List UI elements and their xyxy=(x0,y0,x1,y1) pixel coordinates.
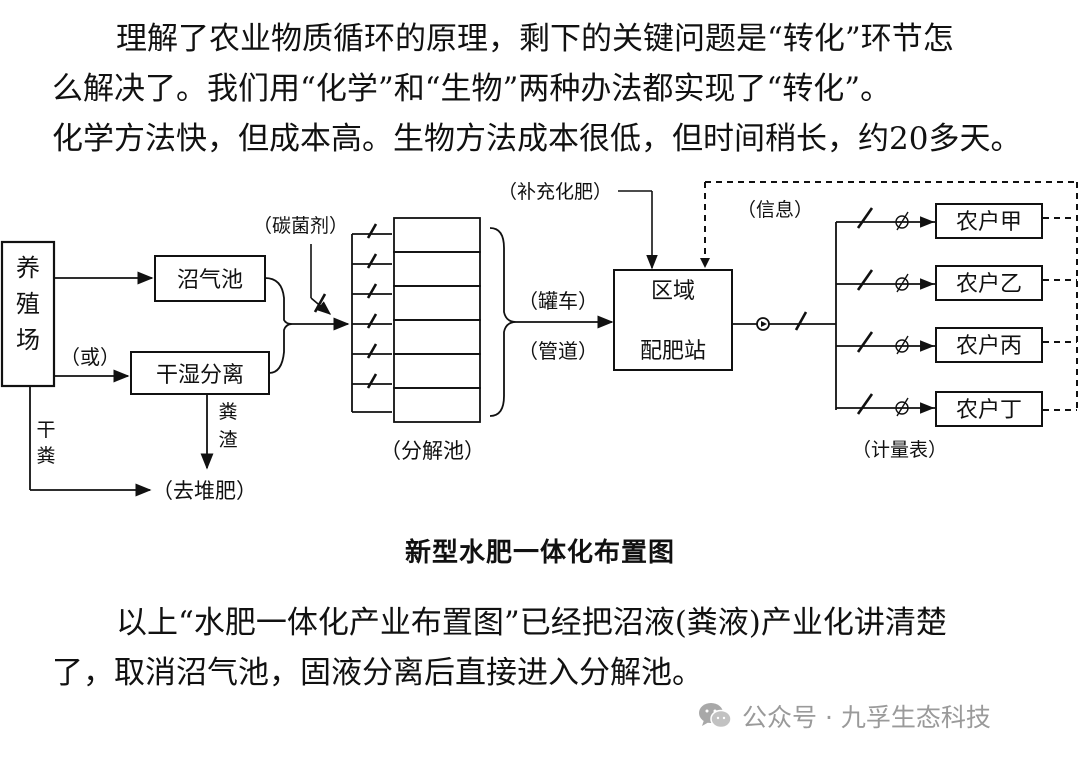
compost-label: （去堆肥） xyxy=(152,479,257,502)
dung-residue-label: 粪渣 xyxy=(218,401,237,451)
supplement-fertilizer-label: （补充化肥） xyxy=(498,181,612,203)
carbon-agent-label: （碳菌剂） xyxy=(253,215,348,237)
paragraph-line: 以上“水肥一体化产业布置图”已经把沼液(粪液)产业化讲清楚 xyxy=(116,605,947,641)
farmer-label-bing: 农户丙 xyxy=(956,334,1022,359)
tanker-label: （罐车） xyxy=(518,289,598,313)
farmer-label-jia: 农户甲 xyxy=(956,210,1022,235)
farmer-box-bing xyxy=(935,327,1043,363)
wechat-icon xyxy=(699,703,732,729)
separator-label: 干湿分离 xyxy=(156,363,244,388)
decomposition-pool xyxy=(393,217,481,423)
meter-icons xyxy=(895,211,909,417)
farmer-box-ding xyxy=(935,391,1043,427)
farm-box xyxy=(0,240,56,388)
distribution-lines xyxy=(836,207,935,415)
decomp-pool-label: （分解池） xyxy=(380,439,485,463)
info-feedback-line xyxy=(704,181,1078,411)
farmer-box-jia xyxy=(935,203,1043,239)
pipeline-label: （管道） xyxy=(518,339,598,363)
paragraph-line: 化学方法快，但成本高。生物方法成本很低，但时间稍长，约20多天。 xyxy=(52,121,1022,157)
intro-paragraph: 理解了农业物质循环的原理，剩下的关键问题是“转化”环节怎 么解决了。我们用“化学… xyxy=(52,14,1042,164)
or-label: （或） xyxy=(60,345,120,369)
meter-label: （计量表） xyxy=(852,439,947,461)
water-fertilizer-layout-diagram: 养殖场 沼气池 （或） 干湿分离 粪渣 干粪 （去堆肥） （碳菌剂） xyxy=(0,181,1078,502)
inlet-valves xyxy=(352,223,392,413)
farmer-label-yi: 农户乙 xyxy=(956,272,1022,297)
paragraph-line: 了，取消沼气池，固液分离后直接进入分解池。 xyxy=(52,655,703,691)
station-label-1: 区域 xyxy=(651,279,695,304)
paragraph-line: 么解决了。我们用“化学”和“生物”两种办法都实现了“转化”。 xyxy=(52,71,892,107)
regional-station-box xyxy=(613,269,733,371)
farmer-label-ding: 农户丁 xyxy=(956,398,1022,423)
paragraph-line: 理解了农业物质循环的原理，剩下的关键问题是“转化”环节怎 xyxy=(116,21,954,57)
summary-paragraph: 以上“水肥一体化产业布置图”已经把沼液(粪液)产业化讲清楚 了，取消沼气池，固液… xyxy=(52,598,1042,698)
watermark: 公众号 · 九孚生态科技 xyxy=(698,698,991,734)
info-label: （信息） xyxy=(737,199,813,221)
watermark-text: 公众号 · 九孚生态科技 xyxy=(742,703,991,732)
dry-dung-label: 干粪 xyxy=(36,419,55,467)
farmer-box-yi xyxy=(935,265,1043,301)
station-label-2: 配肥站 xyxy=(640,339,706,364)
diagram-caption: 新型水肥一体化布置图 xyxy=(404,538,675,568)
farm-label: 养殖场 xyxy=(16,254,40,354)
biogas-tank-label: 沼气池 xyxy=(177,268,243,293)
